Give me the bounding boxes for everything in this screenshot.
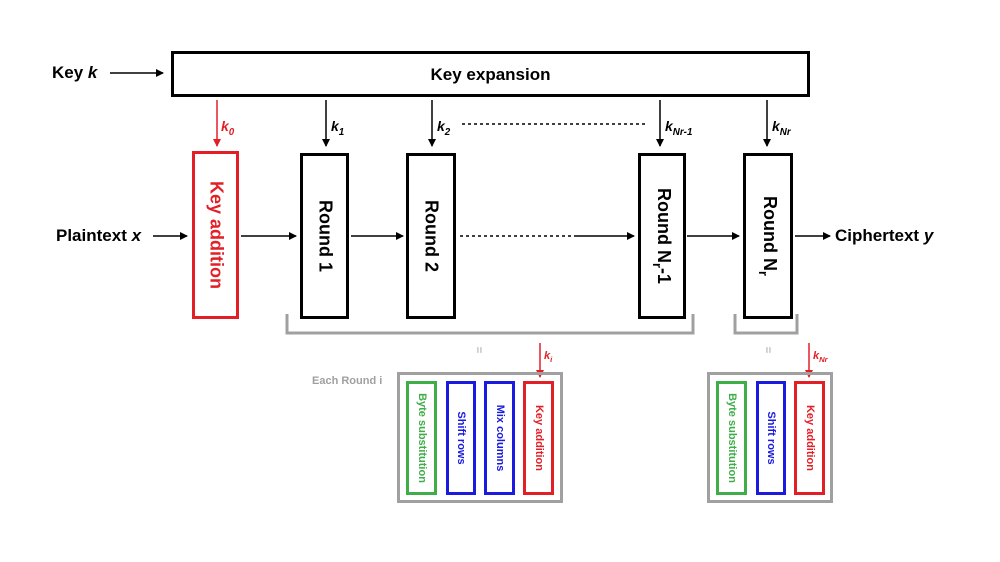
- final-round-container: Byte substitution Shift rows Key additio…: [707, 372, 833, 503]
- key-var: k: [87, 63, 98, 82]
- final-round-key-addition-label: Key addition: [803, 404, 816, 472]
- final-round-bracket: [733, 314, 799, 335]
- final-round-equals: =: [761, 346, 776, 354]
- each-round-key-addition-label: Key addition: [532, 404, 545, 472]
- each-round-shift-rows-box: Shift rows: [446, 381, 476, 495]
- knr1-label: kNr-1: [665, 118, 693, 138]
- each-round-mix-columns-box: Mix columns: [484, 381, 515, 495]
- each-round-mix-columns-label: Mix columns: [493, 404, 506, 472]
- plaintext-label: Plaintext x: [56, 226, 142, 245]
- each-round-container: Byte substitution Shift rows Mix columns…: [397, 372, 563, 503]
- initial-key-addition-box: Key addition: [192, 151, 239, 319]
- key-expansion-box: Key expansion: [171, 51, 810, 97]
- round-2-label: Round 2: [421, 200, 442, 272]
- each-round-label: Each Round i: [312, 375, 383, 387]
- ki-label: ki: [544, 350, 553, 365]
- k2-label: k2: [437, 118, 451, 138]
- each-round-byte-substitution-label: Byte substitution: [415, 393, 428, 483]
- key-input-label: Key k: [52, 63, 97, 83]
- each-round-shift-rows-label: Shift rows: [455, 411, 467, 465]
- round-1-box: Round 1: [300, 153, 349, 319]
- final-round-shift-rows-label: Shift rows: [765, 411, 777, 465]
- final-round-shift-rows-box: Shift rows: [756, 381, 786, 495]
- knr-final-label: kNr: [813, 350, 828, 365]
- round-nr-box: Round Nr: [743, 153, 793, 319]
- round-nr-label: Round Nr: [756, 196, 780, 276]
- initial-key-addition-label: Key addition: [206, 180, 226, 290]
- each-round-key-addition-box: Key addition: [523, 381, 554, 495]
- each-round-byte-substitution-box: Byte substitution: [406, 381, 437, 495]
- ciphertext-label: Ciphertext y: [835, 226, 934, 245]
- round-nr-1-box: Round Nr-1: [638, 153, 686, 319]
- final-round-byte-substitution-label: Byte substitution: [725, 393, 738, 483]
- round-1-label: Round 1: [315, 200, 335, 272]
- k1-label: k1: [331, 118, 345, 138]
- final-round-byte-substitution-box: Byte substitution: [716, 381, 747, 495]
- key-label-text: Key: [52, 63, 84, 82]
- round-nr-1-label: Round Nr-1: [650, 188, 674, 284]
- each-round-equals: =: [472, 346, 487, 354]
- k0-label: k0: [221, 118, 235, 138]
- rounds-bracket: [285, 314, 695, 335]
- knr-label: kNr: [772, 118, 791, 138]
- key-expansion-label: Key expansion: [430, 65, 551, 84]
- round-2-box: Round 2: [406, 153, 456, 319]
- final-round-key-addition-box: Key addition: [794, 381, 825, 495]
